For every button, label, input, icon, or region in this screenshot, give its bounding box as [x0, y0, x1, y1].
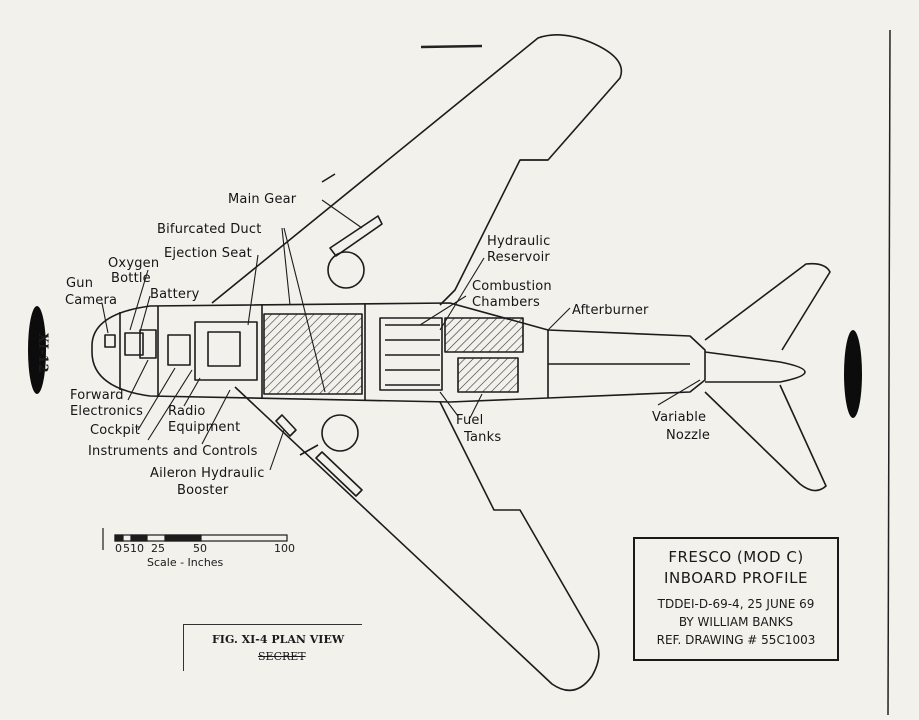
leader-instruments [201, 389, 231, 445]
leader-variable-nozzle [657, 379, 701, 406]
label-battery: Battery [150, 287, 200, 302]
label-reservoir: Reservoir [487, 250, 550, 265]
radio-box [167, 334, 191, 366]
label-afterburner: Afterburner [572, 303, 649, 318]
label-variable: Variable [652, 410, 707, 425]
leader-main-gear [321, 199, 363, 229]
label-instruments-controls: Instruments and Controls [88, 444, 258, 459]
leader-aileron [269, 429, 285, 471]
label-aileron-hydraulic: Aileron Hydraulic [150, 466, 265, 481]
label-main-gear: Main Gear [228, 192, 297, 207]
page-right-edge [887, 29, 891, 716]
scale-tick-5: 5 [123, 542, 130, 555]
electronics-box [139, 329, 157, 359]
lower-wing-fence [299, 444, 319, 456]
right-punch-mark [844, 330, 862, 418]
label-chambers: Chambers [472, 295, 540, 310]
tail-cone [704, 351, 806, 383]
label-nozzle: Nozzle [666, 428, 711, 443]
fuel-tank-hatch-2 [457, 357, 519, 393]
fuselage [91, 302, 706, 403]
scale-tick-25: 25 [151, 542, 165, 555]
gun-camera-box [104, 334, 116, 348]
label-booster: Booster [177, 483, 229, 498]
title-line-2: INBOARD PROFILE [664, 569, 808, 587]
label-radio: Radio [168, 404, 206, 419]
leader-oxygen [129, 269, 149, 331]
label-cockpit: Cockpit [90, 423, 141, 438]
leader-afterburner [547, 307, 571, 331]
leader-cockpit [137, 367, 193, 441]
scale-tick-0: 0 [115, 542, 122, 555]
combustion-chambers [379, 317, 443, 391]
leader-battery [139, 295, 151, 333]
scale-tick-50: 50 [193, 542, 207, 555]
figure-caption: FIG. XI-4 PLAN VIEW SECRET [183, 624, 362, 671]
label-hydraulic: Hydraulic [487, 234, 551, 249]
figure-caption-title: FIG. XI-4 PLAN VIEW [212, 633, 345, 646]
lower-tailplane [704, 384, 827, 492]
leader-combustion [419, 295, 467, 326]
seat-box [194, 321, 258, 381]
label-fuel: Fuel [456, 413, 484, 428]
side-code: XI-12 [35, 333, 50, 373]
scale-tick-10: 10 [130, 542, 144, 555]
scale-bar [102, 528, 288, 550]
label-bottle: Bottle [111, 271, 151, 286]
upper-main-wheel [327, 251, 365, 289]
lower-main-wheel [321, 414, 359, 452]
left-punch-mark [28, 306, 46, 394]
pen-stroke [420, 44, 483, 49]
label-electronics: Electronics [70, 404, 144, 419]
upper-wing-fence [321, 173, 336, 183]
scale-caption: Scale - Inches [147, 556, 224, 569]
upper-gear-strut [329, 215, 383, 257]
leader-radio [183, 377, 201, 407]
fuel-tank-hatch [444, 317, 524, 353]
bifurcated-duct-hatch [263, 313, 363, 395]
battery-box [124, 332, 144, 356]
figure-caption-classification: SECRET [258, 650, 306, 663]
lower-wing [234, 386, 600, 692]
chamber-lines [385, 324, 440, 386]
upper-wing [211, 34, 623, 306]
label-camera: Camera [65, 293, 118, 308]
title-line-3: TDDEI-D-69-4, 25 JUNE 69 [657, 597, 815, 611]
seat-inner [207, 331, 241, 367]
title-line-4: BY WILLIAM BANKS [678, 615, 794, 629]
upper-tailplane [704, 262, 831, 351]
leader-bifurcated-duct [281, 227, 326, 393]
title-line-5: REF. DRAWING # 55C1003 [656, 633, 816, 647]
leader-gun-camera [101, 302, 109, 334]
label-combustion: Combustion [472, 279, 552, 294]
aileron-booster [275, 414, 297, 437]
label-oxygen: Oxygen [108, 256, 160, 271]
leader-ejection-seat [247, 254, 259, 326]
label-bifurcated-duct: Bifurcated Duct [157, 222, 262, 237]
lower-gear-strut [315, 451, 363, 497]
title-line-1: FRESCO (MOD C) [668, 548, 804, 566]
label-gun: Gun [66, 276, 94, 291]
title-block: FRESCO (MOD C) INBOARD PROFILE TDDEI-D-6… [633, 537, 839, 661]
scale-tick-100: 100 [274, 542, 295, 555]
label-equipment: Equipment [168, 420, 241, 435]
label-forward: Forward [70, 388, 124, 403]
leader-hydraulic [439, 257, 485, 331]
label-tanks: Tanks [464, 430, 502, 445]
label-ejection-seat: Ejection Seat [164, 246, 252, 261]
leader-fuel-tanks [439, 391, 483, 419]
leader-forward-electronics [127, 359, 149, 401]
